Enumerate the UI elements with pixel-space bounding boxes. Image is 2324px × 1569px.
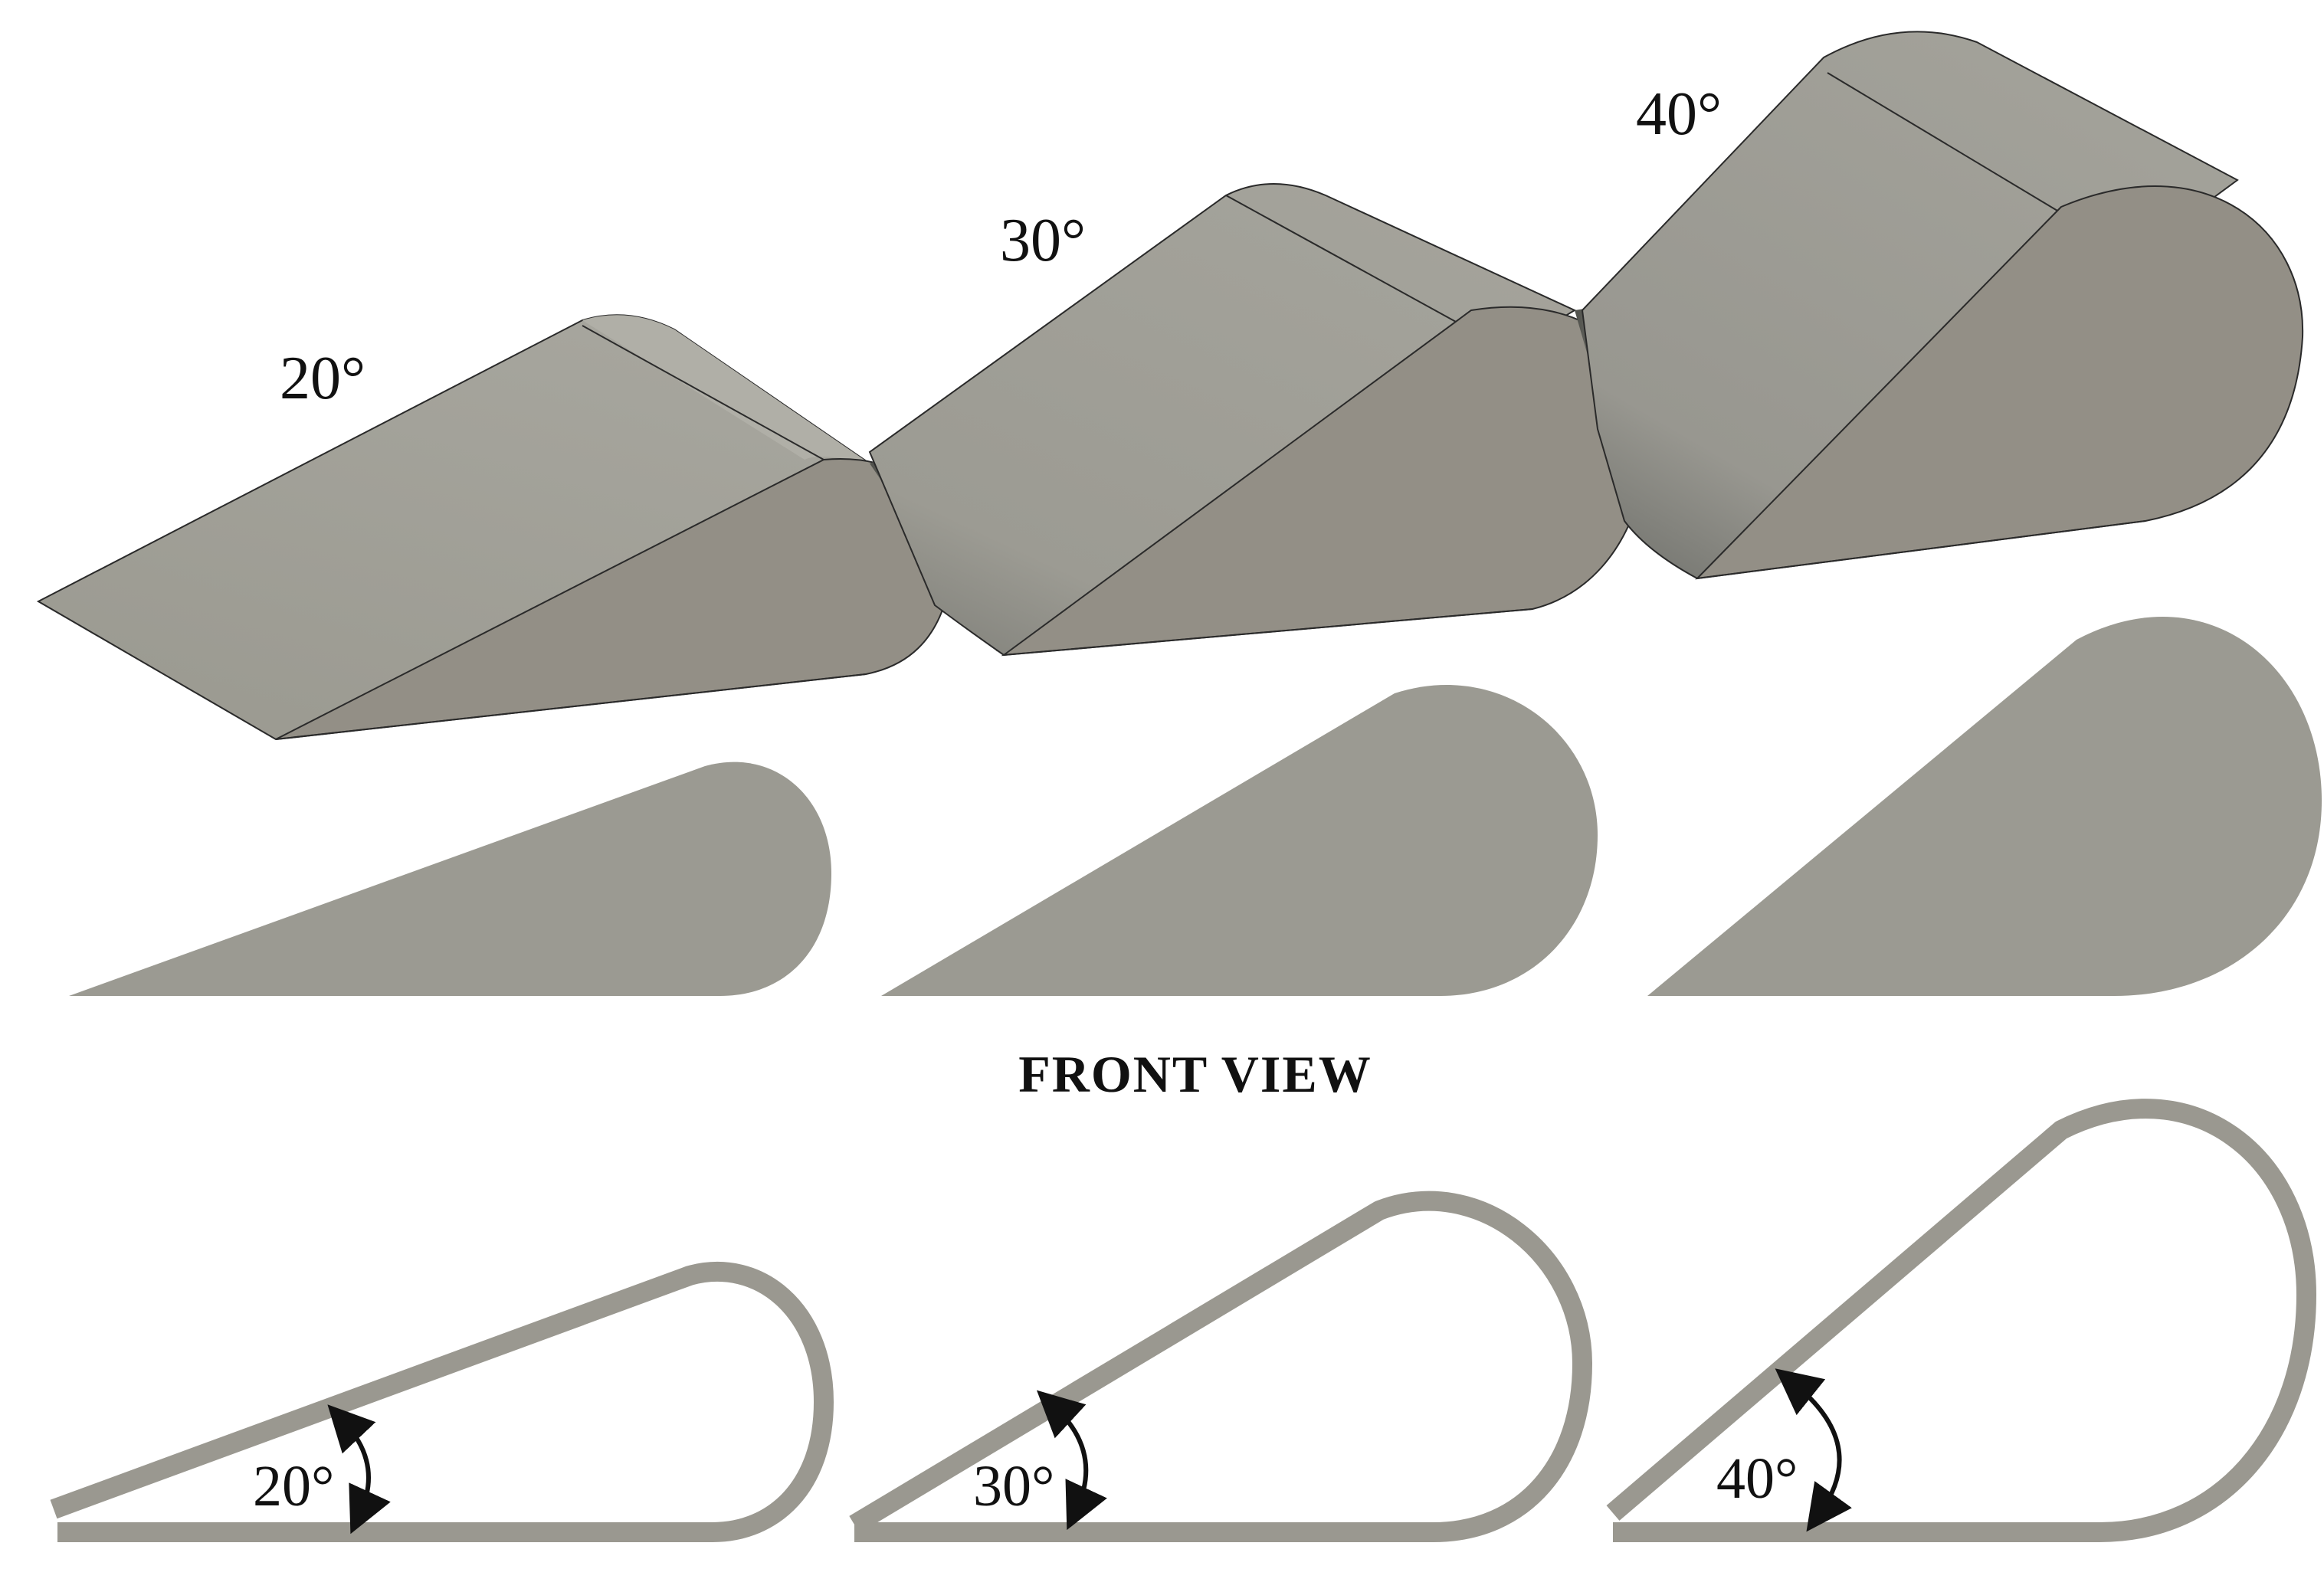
front-silhouette-20 <box>69 762 831 996</box>
iso-wedge-20-crest <box>582 315 870 463</box>
iso-wedge-40-top-face <box>1581 31 2239 580</box>
iso-wedge-20-crest-line <box>582 325 824 460</box>
iso-wedge-40-crest-line <box>1827 72 2058 211</box>
iso-wedge-30 <box>868 183 1650 657</box>
iso-label-20: 20° <box>280 345 365 412</box>
outline-profile-row <box>50 1099 2316 1542</box>
angle-arrow-20 <box>327 1404 391 1535</box>
iso-wedge-20-bottom-edge <box>275 673 867 740</box>
outline-profile-40 <box>1606 1099 2316 1542</box>
iso-wedge-30-top-face <box>868 183 1577 657</box>
front-silhouette-40 <box>1647 617 2322 996</box>
front-silhouette-row <box>69 617 2322 996</box>
front-silhouette-30 <box>881 685 1598 996</box>
iso-wedge-20 <box>36 314 954 741</box>
outline-label-20: 20° <box>253 1454 334 1518</box>
iso-wedge-40 <box>1575 31 2304 580</box>
angle-arrow-40 <box>1775 1368 1852 1532</box>
iso-wedge-30-crest-line <box>1225 195 1457 323</box>
section-title: FRONT VIEW <box>1018 1045 1372 1103</box>
iso-wedge-30-bottom-edge <box>1003 608 1533 656</box>
iso-label-30: 30° <box>1000 207 1086 274</box>
outline-label-30: 30° <box>973 1454 1054 1518</box>
outline-profile-30 <box>849 1191 1592 1542</box>
iso-label-40: 40° <box>1636 80 1722 148</box>
angle-arrow-30 <box>1036 1390 1107 1531</box>
outline-profile-20 <box>50 1262 834 1542</box>
iso-wedge-40-bottom-edge <box>1696 520 2146 579</box>
outline-label-40: 40° <box>1716 1446 1798 1511</box>
angle-arrows <box>327 1368 1852 1535</box>
iso-wedge-40-side-face <box>1695 185 2304 580</box>
